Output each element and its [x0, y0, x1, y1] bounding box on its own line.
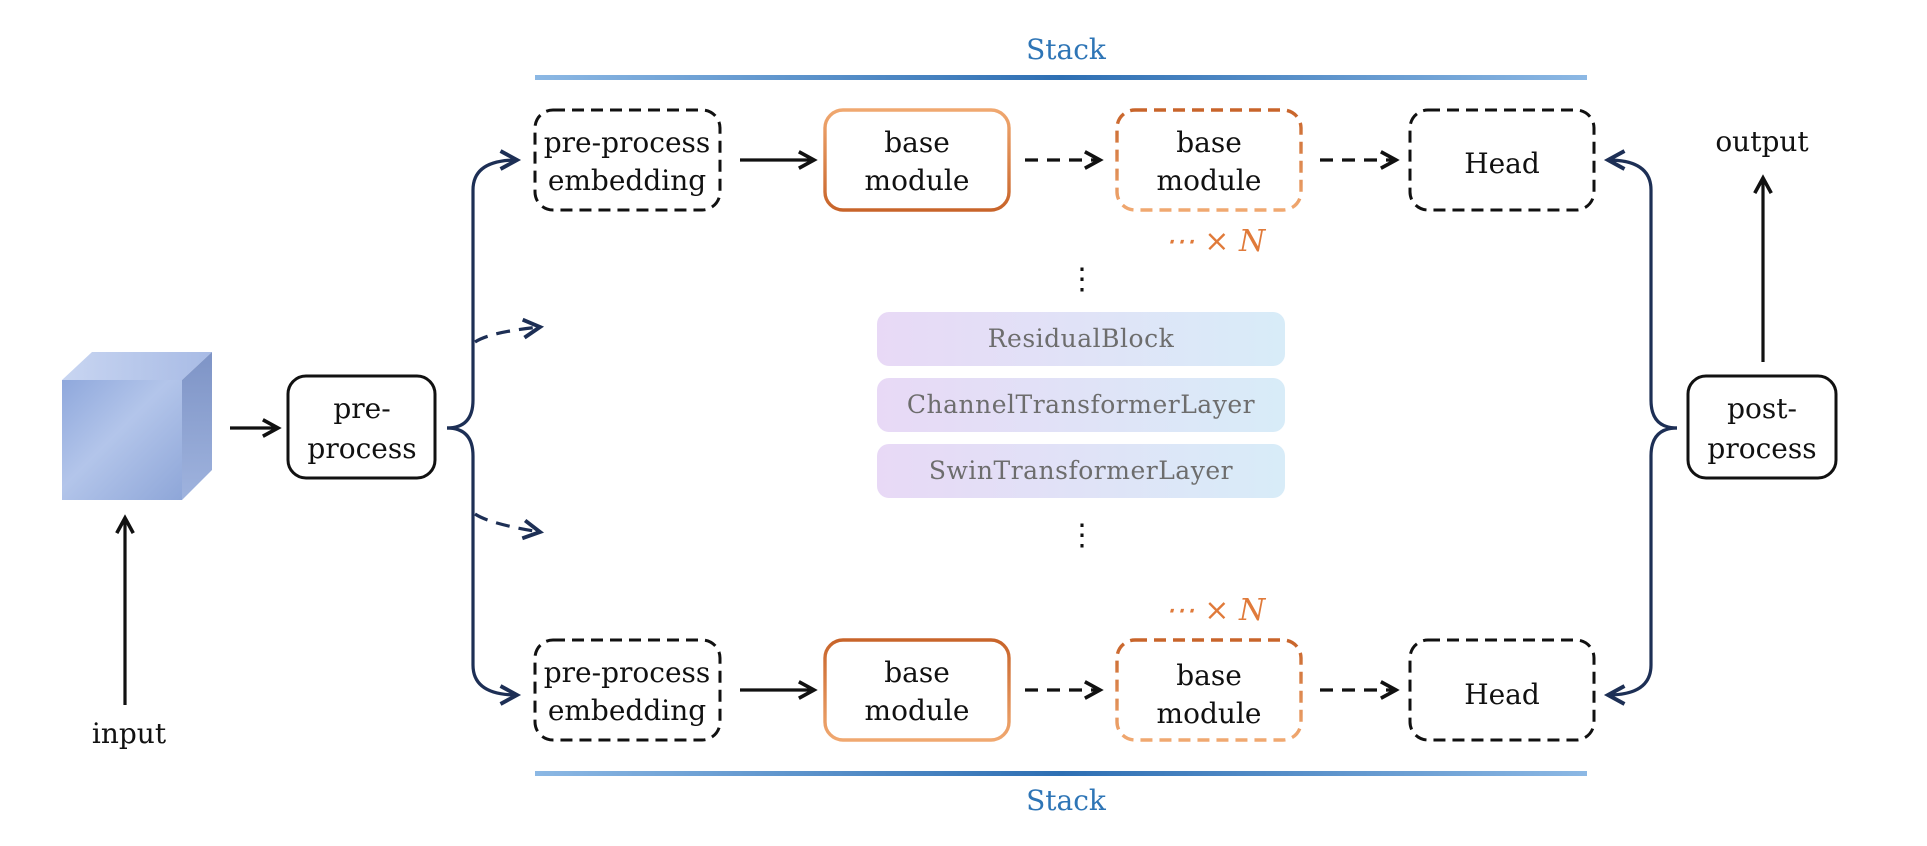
svg-text:module: module: [865, 694, 970, 727]
right-fanin-brace: [1603, 149, 1678, 706]
svg-text:SwinTransformerLayer: SwinTransformerLayer: [929, 456, 1233, 485]
svg-text:base: base: [1176, 659, 1242, 692]
svg-text:base: base: [884, 656, 950, 689]
stack-bottom-line: [535, 771, 1587, 776]
top-head-box: Head: [1408, 108, 1596, 212]
svg-text:ChannelTransformerLayer: ChannelTransformerLayer: [907, 390, 1255, 419]
left-fanout-brace: [446, 149, 545, 706]
layers-ellipsis-below: ⋮: [1067, 518, 1097, 553]
svg-text:embedding: embedding: [548, 694, 706, 727]
svg-text:post-: post-: [1727, 392, 1797, 425]
bottom-repeat-label: ⋯ × N: [1165, 593, 1267, 628]
layer-item-swintransformerlayer: SwinTransformerLayer: [877, 444, 1285, 498]
svg-text:Head: Head: [1464, 678, 1540, 711]
svg-text:ResidualBlock: ResidualBlock: [988, 324, 1175, 353]
output-label: output: [1715, 125, 1809, 158]
preprocess-box: pre- process: [286, 374, 437, 480]
svg-text:embedding: embedding: [548, 164, 706, 197]
svg-text:process: process: [307, 432, 416, 465]
input-label: input: [92, 717, 167, 750]
svg-text:module: module: [1157, 164, 1262, 197]
bottom-embedding-box: pre-process embedding: [533, 638, 722, 742]
bottom-base-module-box: base module: [823, 638, 1011, 742]
svg-text:pre-: pre-: [333, 392, 390, 425]
stack-bottom-label: Stack: [1026, 784, 1107, 817]
stack-top-line: [535, 75, 1587, 80]
svg-text:module: module: [1157, 697, 1262, 730]
svg-text:pre-process: pre-process: [544, 126, 711, 159]
bottom-head-box: Head: [1408, 638, 1596, 742]
layers-ellipsis-above: ⋮: [1067, 262, 1097, 297]
svg-text:base: base: [884, 126, 950, 159]
top-base-module-repeat-box: base module: [1115, 108, 1303, 212]
stack-top-label: Stack: [1026, 33, 1107, 66]
svg-text:base: base: [1176, 126, 1242, 159]
input-cube-icon: [62, 352, 212, 500]
postprocess-box: post- process: [1686, 374, 1838, 480]
bottom-base-module-repeat-box: base module: [1115, 638, 1303, 742]
svg-text:pre-process: pre-process: [544, 656, 711, 689]
top-embedding-box: pre-process embedding: [533, 108, 722, 212]
top-repeat-label: ⋯ × N: [1165, 224, 1267, 259]
layer-item-residualblock: ResidualBlock: [877, 312, 1285, 366]
top-base-module-box: base module: [823, 108, 1011, 212]
svg-text:module: module: [865, 164, 970, 197]
svg-text:Head: Head: [1464, 147, 1540, 180]
layer-item-channeltransformerlayer: ChannelTransformerLayer: [877, 378, 1285, 432]
svg-text:process: process: [1707, 432, 1816, 465]
